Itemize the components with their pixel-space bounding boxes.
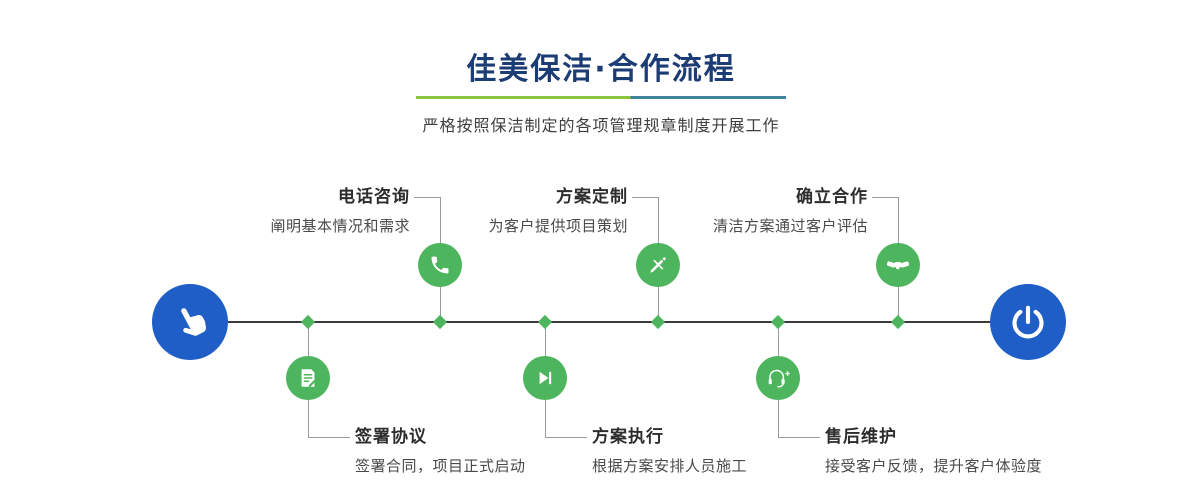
step-node-phone [418, 243, 462, 287]
step-label-phone: 电话咨询 阐明基本情况和需求 [270, 186, 410, 236]
step-label-cooperation: 确立合作 清洁方案通过客户评估 [713, 186, 868, 236]
step-node-design [636, 243, 680, 287]
step-desc: 清洁方案通过客户评估 [712, 217, 868, 235]
headset-icon [766, 366, 790, 390]
connector-line [545, 437, 587, 438]
timeline-node-diamond [300, 314, 316, 330]
design-tools-icon [647, 254, 669, 276]
timeline-node-diamond [537, 314, 553, 330]
page-title: 佳美保洁·合作流程 [466, 52, 736, 87]
step-title: 电话咨询 [338, 187, 410, 207]
step-node-cooperation [876, 243, 920, 287]
timeline-node-diamond [432, 314, 448, 330]
phone-icon [429, 254, 451, 276]
page-subtitle: 严格按照保洁制定的各项管理规章制度开展工作 [422, 116, 780, 135]
connector-line [778, 437, 820, 438]
step-desc: 阐明基本情况和需求 [270, 217, 410, 235]
contract-icon [297, 367, 319, 389]
step-desc: 签署合同，项目正式启动 [355, 457, 526, 475]
connector-line [308, 437, 350, 438]
handshake-icon [886, 253, 910, 277]
step-desc: 接受客户反馈，提升客户体验度 [825, 457, 1043, 475]
connector-line [872, 197, 898, 198]
play-icon [535, 368, 555, 388]
timeline-node-diamond [890, 314, 906, 330]
step-label-aftersales: 售后维护 接受客户反馈，提升客户体验度 [825, 426, 1042, 476]
step-label-contract: 签署协议 签署合同，项目正式启动 [355, 426, 526, 476]
hand-pointer-icon [163, 295, 217, 349]
step-label-design: 方案定制 为客户提供项目策划 [488, 186, 628, 236]
connector-line [632, 197, 658, 198]
step-node-contract [286, 356, 330, 400]
power-icon [1009, 303, 1047, 341]
step-title: 签署协议 [355, 427, 427, 447]
timeline [228, 321, 990, 323]
step-title: 确立合作 [796, 187, 868, 207]
step-title: 方案定制 [556, 187, 628, 207]
flow-start-node [152, 284, 228, 360]
flow-end-node [990, 284, 1066, 360]
step-label-execution: 方案执行 根据方案安排人员施工 [592, 426, 747, 476]
step-desc: 为客户提供项目策划 [488, 217, 628, 235]
timeline-node-diamond [770, 314, 786, 330]
step-title: 方案执行 [592, 427, 664, 447]
timeline-node-diamond [650, 314, 666, 330]
title-underline [416, 96, 786, 99]
connector-line [414, 197, 440, 198]
step-node-aftersales [756, 356, 800, 400]
step-node-execution [523, 356, 567, 400]
step-desc: 根据方案安排人员施工 [592, 457, 748, 475]
step-title: 售后维护 [825, 427, 897, 447]
